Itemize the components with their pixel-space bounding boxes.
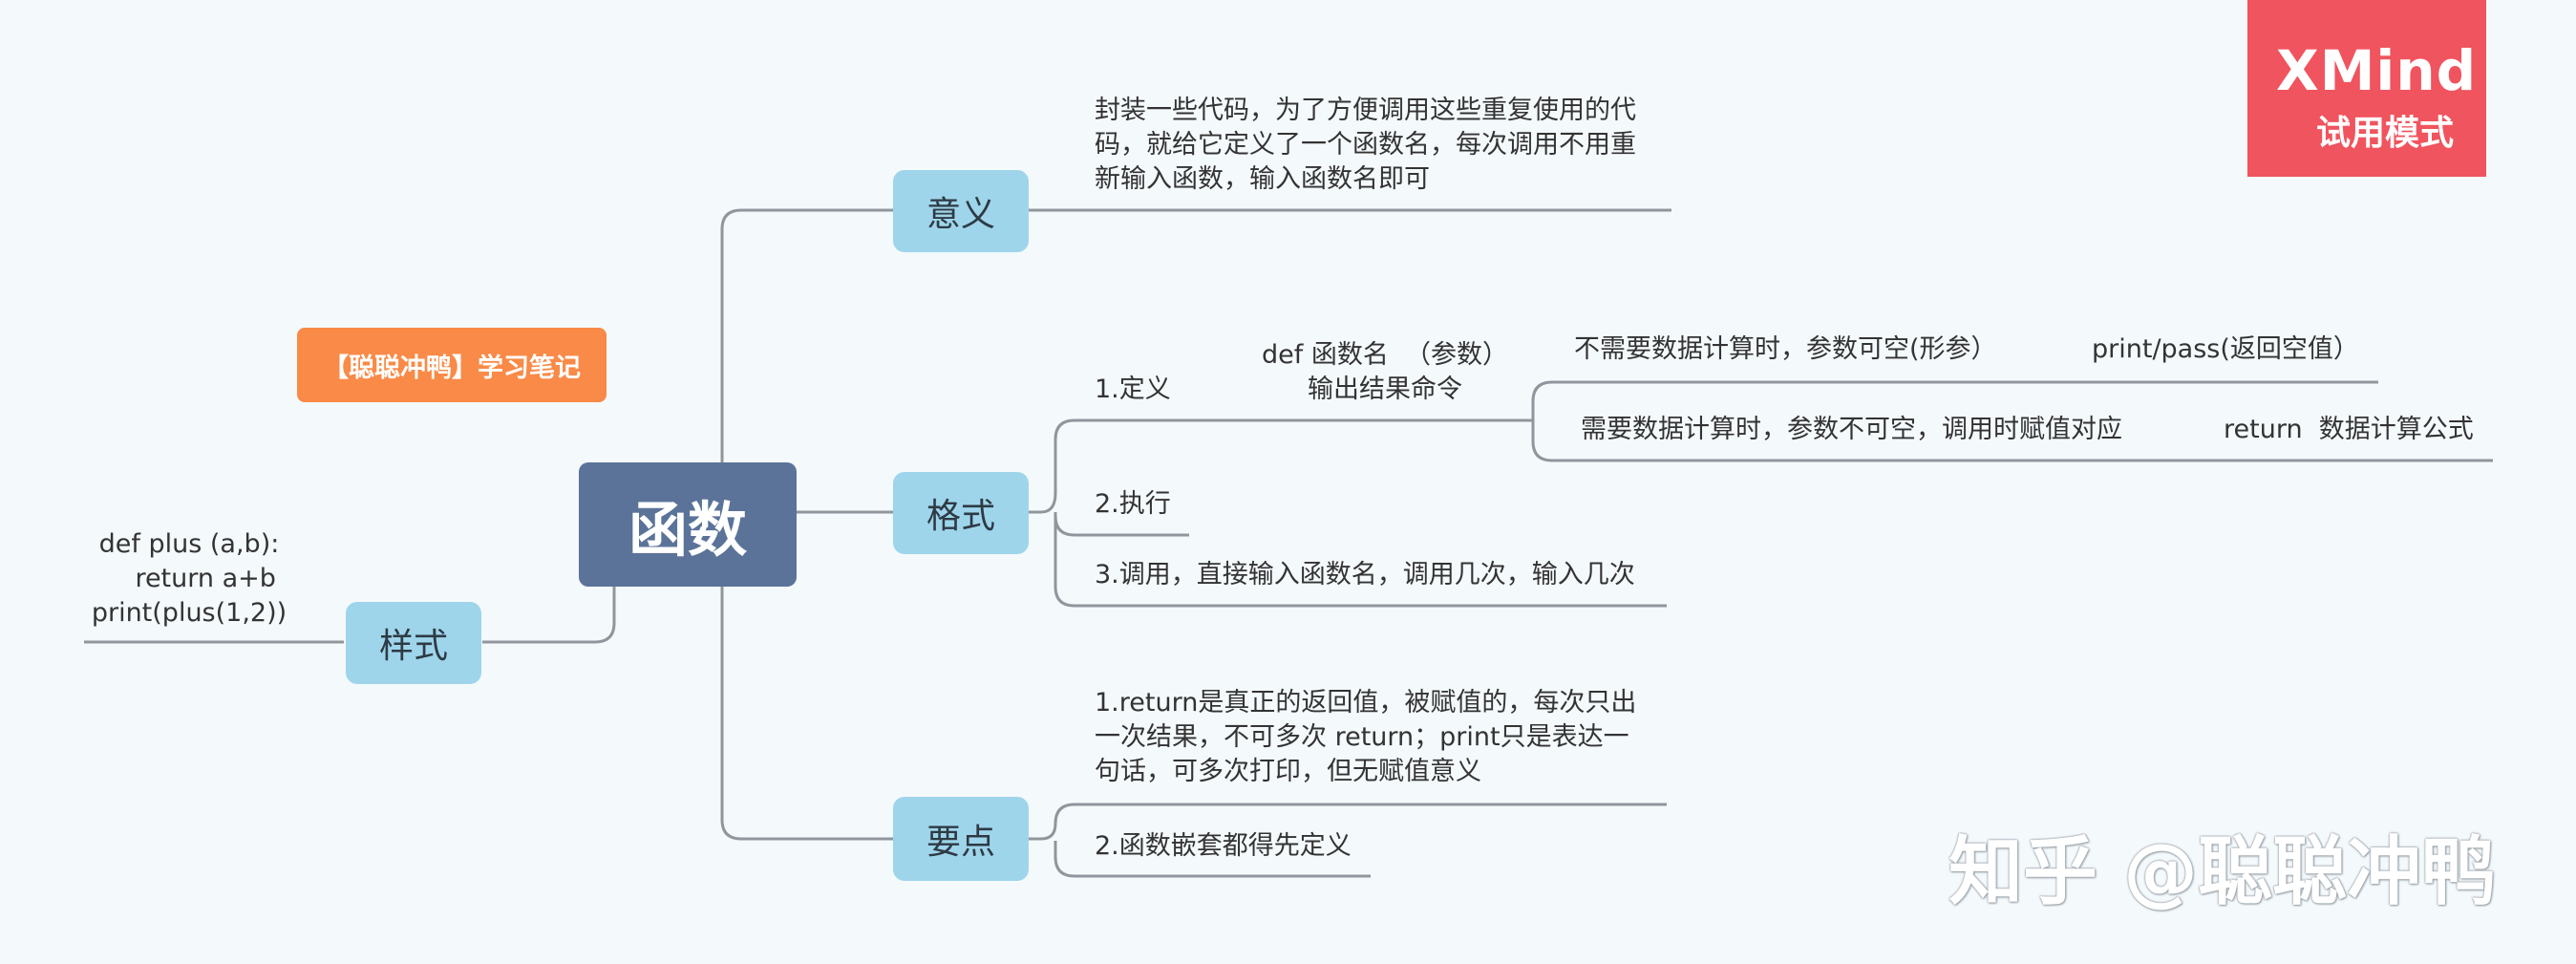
branch-format[interactable]: 格式 xyxy=(893,472,1029,554)
connector-style xyxy=(482,587,616,644)
point-return-vs-print: 1.return是真正的返回值，被赋值的，每次只出 一次结果，不可多次 retu… xyxy=(1095,688,1637,786)
format-define-label: 1.定义 xyxy=(1095,375,1171,404)
zhihu-watermark: 知乎 @聪聪冲鸭 xyxy=(1948,829,2497,915)
central-topic[interactable]: 函数 xyxy=(579,462,797,587)
meaning-text: 封装一些代码，为了方便调用这些重复使用的代 码，就给它定义了一个函数名，每次调用… xyxy=(1095,96,1636,194)
case-no-calc-command: print/pass(返回空值） xyxy=(2092,334,2359,364)
case-calc-command: return 数据计算公式 xyxy=(2224,415,2474,444)
connector-points-2 xyxy=(1054,841,1371,878)
connector-call xyxy=(1054,516,1667,608)
study-notes-tag: 【聪聪冲鸭】学习笔记 xyxy=(297,328,607,402)
connector-trunk xyxy=(720,208,893,462)
branch-style[interactable]: 样式 xyxy=(346,602,481,684)
format-define-syntax: def 函数名 （参数） 输出结果命令 xyxy=(1261,340,1508,404)
connector-trunk-lower xyxy=(720,587,893,841)
format-execute: 2.执行 xyxy=(1095,489,1171,519)
case-no-calc: 不需要数据计算时，参数可空(形参） xyxy=(1574,334,1997,364)
connector-format-sub xyxy=(1029,418,1533,514)
case-calc: 需要数据计算时，参数不可空，调用时赋值对应 xyxy=(1581,415,2122,444)
connector-case1 xyxy=(1531,380,2378,420)
connector-points xyxy=(1029,803,1667,841)
point-nested-define: 2.函数嵌套都得先定义 xyxy=(1095,831,1352,861)
format-call: 3.调用，直接输入函数名，调用几次，输入几次 xyxy=(1095,560,1635,589)
connector-case2 xyxy=(1531,420,2493,462)
trial-mode-label: 试用模式 xyxy=(2315,114,2454,153)
xmind-trial-badge: XMind 试用模式 xyxy=(2247,0,2486,177)
xmind-logo: XMind xyxy=(2276,38,2478,103)
branch-points[interactable]: 要点 xyxy=(893,797,1029,881)
branch-meaning[interactable]: 意义 xyxy=(893,170,1029,252)
style-code-sample: def plus (a,b): return a+b print(plus(1,… xyxy=(91,529,287,628)
